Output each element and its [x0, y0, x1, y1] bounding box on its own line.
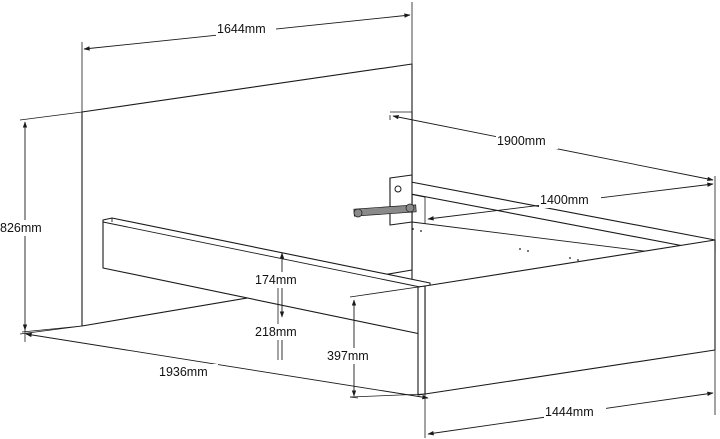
footboard [417, 239, 716, 396]
label-ground-clearance: 218mm [255, 325, 297, 339]
label-footboard-width: 1444mm [545, 405, 594, 419]
label-inner-length: 1400mm [540, 193, 589, 207]
dowel-marks [412, 228, 579, 261]
label-side-rail-length: 1936mm [159, 365, 208, 379]
label-backgrounds [0, 21, 606, 420]
bracket [353, 185, 417, 218]
label-headboard-height: 826mm [0, 221, 42, 235]
label-footboard-height: 397mm [327, 349, 369, 363]
label-side-rail-height: 174mm [255, 273, 297, 287]
label-headboard-width: 1644mm [217, 22, 266, 36]
dimension-labels: 1644mm 826mm 1900mm 1400mm 174mm 218mm 3… [0, 22, 594, 419]
label-upper-rail-length: 1900mm [497, 134, 546, 148]
dimension-lines [22, 13, 714, 436]
